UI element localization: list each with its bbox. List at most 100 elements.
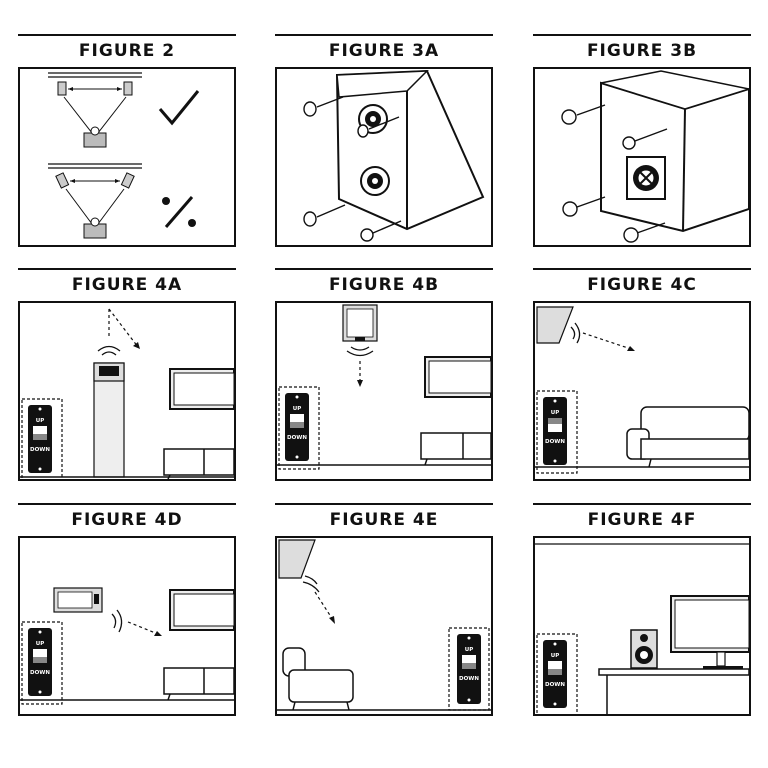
sound-waves-icon: [570, 322, 581, 344]
desktop-placement-diagram: UP DOWN: [535, 543, 749, 714]
up-down-switch-icon: UP DOWN: [543, 640, 567, 708]
figure-title: FIGURE 2: [78, 41, 176, 61]
figure-panel: [533, 67, 751, 247]
title-rule: [275, 503, 493, 505]
figure-panel: UP DOWN: [18, 301, 236, 481]
switch-callout: [21, 398, 63, 479]
left-speaker-icon: [57, 81, 67, 96]
up-down-switch-icon: UP DOWN: [28, 628, 52, 696]
figure-4f: FIGURE 4F UP: [533, 503, 751, 716]
tv-console-icon: [420, 432, 491, 466]
shelf-placement-diagram: UP DOWN: [20, 587, 234, 705]
switch-up-label: UP: [293, 406, 302, 412]
figure-title: FIGURE 4D: [71, 510, 183, 530]
speaker-feet-diagram: [303, 69, 485, 242]
monitor-icon: [670, 595, 749, 669]
up-down-switch-icon: UP DOWN: [457, 634, 481, 704]
bookshelf-speaker-icon: [630, 629, 658, 669]
title-rule: [18, 34, 236, 36]
switch-down-label: DOWN: [30, 447, 50, 453]
figure-title: FIGURE 3B: [586, 41, 698, 61]
figure-panel: UP DOWN: [533, 301, 751, 481]
title-rule: [18, 503, 236, 505]
switch-up-label: UP: [551, 410, 560, 416]
title-rule: [275, 268, 493, 270]
figure-title: FIGURE 3A: [328, 41, 440, 61]
figure-title: FIGURE 4C: [587, 275, 697, 295]
up-down-switch-icon: UP DOWN: [285, 393, 309, 461]
switch-callout: [536, 633, 578, 714]
switch-callout: [278, 386, 320, 470]
rubber-foot-icon: [357, 124, 369, 138]
switch-callout: [536, 390, 578, 474]
figure-4d: FIGURE 4D: [18, 503, 236, 716]
switch-up-label: UP: [551, 653, 560, 659]
switch-up-label: UP: [36, 418, 45, 424]
switch-up-label: UP: [36, 641, 45, 647]
desk-icon: [598, 668, 749, 676]
speaker-icon: [53, 587, 103, 613]
rubber-foot-icon: [303, 211, 317, 227]
sound-waves-icon: [111, 609, 123, 633]
figure-4b: FIGURE 4B UP: [275, 268, 493, 481]
rubber-foot-icon: [360, 228, 374, 242]
left-speaker-icon: [55, 172, 70, 189]
sofa-icon: [626, 406, 749, 468]
title-rule: [533, 34, 751, 36]
figure-4a: FIGURE 4A UP: [18, 268, 236, 481]
speaker-icon: [536, 306, 574, 344]
speaker-placement-diagram: [48, 72, 200, 239]
armchair-icon: [282, 647, 354, 711]
floor-stand-placement-diagram: UP DOWN: [20, 308, 234, 479]
switch-down-label: DOWN: [287, 435, 307, 441]
rubber-foot-icon: [303, 101, 317, 117]
figure-3a: FIGURE 3A: [275, 34, 493, 247]
sound-waves-icon: [346, 346, 374, 357]
switch-down-label: DOWN: [545, 439, 565, 445]
wall-mount-placement-diagram: UP DOWN: [277, 304, 491, 470]
figure-title: FIGURE 4B: [328, 275, 440, 295]
figure-title: FIGURE 4A: [71, 275, 183, 295]
title-rule: [533, 503, 751, 505]
switch-callout: [448, 627, 490, 711]
sound-waves-icon: [302, 575, 320, 593]
rubber-foot-icon: [623, 227, 639, 243]
speaker-icon: [278, 539, 316, 579]
figure-4c: FIGURE 4C UP DOW: [533, 268, 751, 481]
tv-console-icon: [163, 667, 234, 701]
tv-console-icon: [163, 448, 234, 479]
no-icon: [162, 196, 196, 228]
switch-up-label: UP: [465, 647, 474, 653]
title-rule: [533, 268, 751, 270]
speaker-stand-icon: [93, 362, 125, 478]
rubber-foot-icon: [562, 201, 578, 217]
up-down-switch-icon: UP DOWN: [28, 405, 52, 473]
rubber-foot-icon: [561, 109, 577, 125]
switch-callout: [21, 621, 63, 705]
figure-panel: UP DOWN: [275, 301, 493, 481]
switch-down-label: DOWN: [30, 670, 50, 676]
figure-panel: UP DOWN: [533, 536, 751, 716]
rear-port-icon: [626, 156, 666, 200]
ceiling-corner-placement-diagram: UP DOWN: [535, 306, 749, 474]
high-wall-placement-diagram: UP DOWN: [277, 539, 491, 711]
figure-4e: FIGURE 4E UP DOW: [275, 503, 493, 716]
title-rule: [18, 268, 236, 270]
figure-panel: [18, 67, 236, 247]
check-icon: [158, 90, 200, 126]
figure-title: FIGURE 4E: [329, 510, 439, 530]
title-rule: [275, 34, 493, 36]
figure-3b: FIGURE 3B: [533, 34, 751, 247]
switch-down-label: DOWN: [459, 676, 479, 682]
right-speaker-icon: [120, 172, 135, 189]
figure-title: FIGURE 4F: [587, 510, 697, 530]
figure-panel: [275, 67, 493, 247]
speaker-feet-back-diagram: [561, 70, 749, 243]
driver-icon: [360, 166, 390, 196]
switch-down-label: DOWN: [545, 682, 565, 688]
right-speaker-icon: [123, 81, 133, 96]
figure-2: FIGURE 2: [18, 34, 236, 247]
figure-panel: UP DOWN: [275, 536, 493, 716]
rubber-foot-icon: [622, 136, 636, 150]
figure-panel: UP DOWN: [18, 536, 236, 716]
